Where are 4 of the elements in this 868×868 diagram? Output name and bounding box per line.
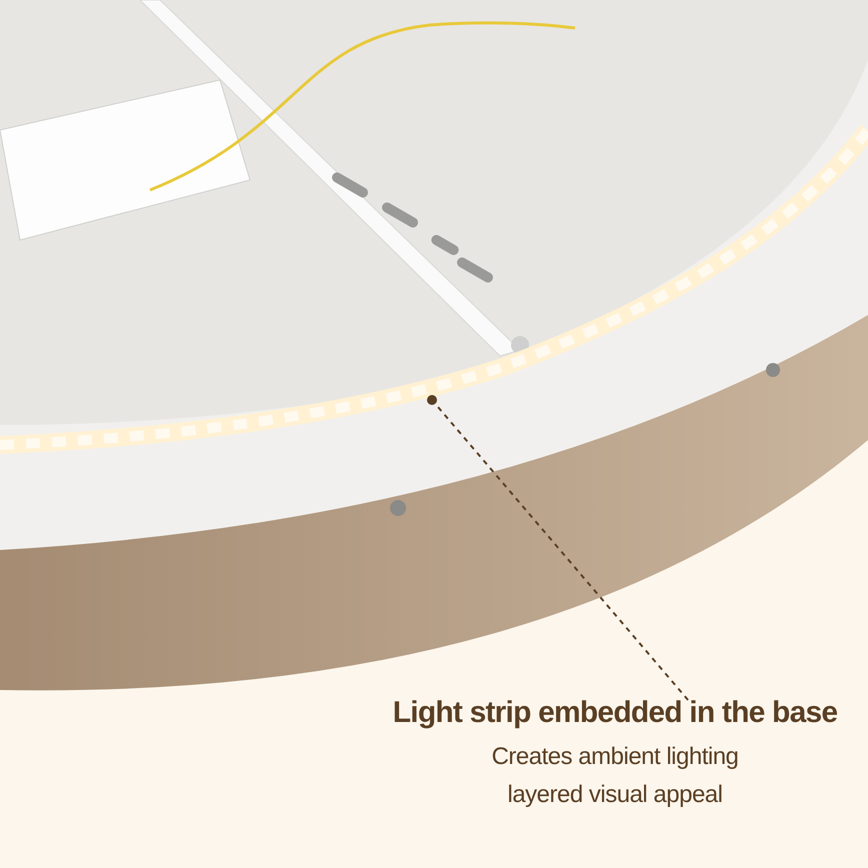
leader-line (427, 395, 689, 701)
led-light-strip (0, 124, 868, 454)
callout-heading: Light strip embedded in the base (392, 696, 838, 730)
callout-description: Creates ambient lighting layered visual appeal (490, 742, 740, 810)
